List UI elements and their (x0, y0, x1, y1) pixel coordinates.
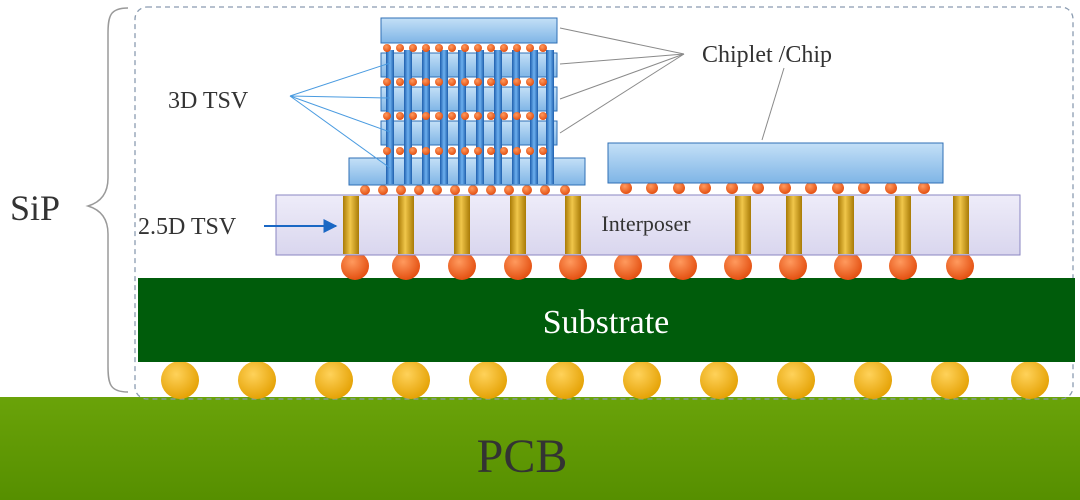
stack-base-microbumps (360, 185, 570, 195)
bga-ball (1011, 361, 1049, 399)
chiplet-single (607, 142, 944, 184)
bga-ball (161, 361, 199, 399)
bga-ball (700, 361, 738, 399)
c4-bump (834, 252, 862, 280)
c4-bump (448, 252, 476, 280)
microbump (560, 185, 570, 195)
tsv-pillar (343, 196, 359, 254)
tsv25d-label: 2.5D TSV (138, 214, 237, 240)
microbump (726, 182, 738, 194)
microbump (646, 182, 658, 194)
c4-bump (779, 252, 807, 280)
tsv-pillar (895, 196, 911, 254)
microbump (468, 185, 478, 195)
tsv-column (440, 50, 448, 184)
bga-ball (854, 361, 892, 399)
c4-bump (341, 252, 369, 280)
tsv-pillar (786, 196, 802, 254)
tsv-column (494, 50, 502, 184)
substrate (138, 278, 1075, 362)
tsv3d-leader-lines (289, 62, 391, 169)
tsv-pillar (565, 196, 581, 254)
bga-ball (931, 361, 969, 399)
microbump (885, 182, 897, 194)
microbump (414, 185, 424, 195)
curly-brace-icon (85, 7, 129, 393)
tsv-column (530, 50, 538, 184)
chiplet-label: Chiplet /Chip (702, 42, 832, 68)
bump-row (383, 112, 547, 120)
sip-label: SiP (10, 188, 60, 228)
microbump (752, 182, 764, 194)
bga-ball (546, 361, 584, 399)
stack-top-die (380, 17, 558, 44)
microbump (918, 182, 930, 194)
tsv-pillar (735, 196, 751, 254)
chip-microbumps (620, 182, 930, 194)
bga-ball (469, 361, 507, 399)
c4-bump (889, 252, 917, 280)
bga-ball (392, 361, 430, 399)
microbump (432, 185, 442, 195)
stack-interdie-bumps (383, 44, 547, 155)
c4-bump (504, 252, 532, 280)
tsv3d-label: 3D TSV (168, 88, 249, 114)
bga-ball (777, 361, 815, 399)
c4-bump (724, 252, 752, 280)
interposer-label: Interposer (601, 211, 691, 236)
microbump (396, 185, 406, 195)
c4-bumps (341, 252, 974, 280)
microbump (832, 182, 844, 194)
microbump (673, 182, 685, 194)
c4-bump (559, 252, 587, 280)
bump-row (383, 147, 547, 155)
pcb-board (0, 397, 1080, 500)
sip-boundary (134, 6, 1074, 400)
microbump (699, 182, 711, 194)
tsv-column (546, 50, 554, 184)
bga-ball (623, 361, 661, 399)
microbump (805, 182, 817, 194)
bga-ball (238, 361, 276, 399)
microbump (360, 185, 370, 195)
c4-bump (946, 252, 974, 280)
tsv-column (404, 50, 412, 184)
tsv-pillar (454, 196, 470, 254)
microbump (540, 185, 550, 195)
microbump (522, 185, 532, 195)
c4-bump (614, 252, 642, 280)
microbump (486, 185, 496, 195)
tsv-pillar (398, 196, 414, 254)
microbump (378, 185, 388, 195)
pcb-label: PCB (477, 430, 568, 483)
bga-balls (161, 361, 1049, 399)
chiplet-leader-lines (559, 27, 785, 141)
microbump (620, 182, 632, 194)
bga-ball (315, 361, 353, 399)
tsv-pillar (838, 196, 854, 254)
interposer-tsv-pillars (343, 196, 969, 254)
tsv-pillar (510, 196, 526, 254)
c4-bump (669, 252, 697, 280)
c4-bump (392, 252, 420, 280)
microbump (450, 185, 460, 195)
microbump (779, 182, 791, 194)
bump-row (383, 78, 547, 86)
microbump (858, 182, 870, 194)
tsv-pillar (953, 196, 969, 254)
microbump (504, 185, 514, 195)
bump-row (383, 44, 547, 52)
substrate-label: Substrate (543, 304, 670, 341)
